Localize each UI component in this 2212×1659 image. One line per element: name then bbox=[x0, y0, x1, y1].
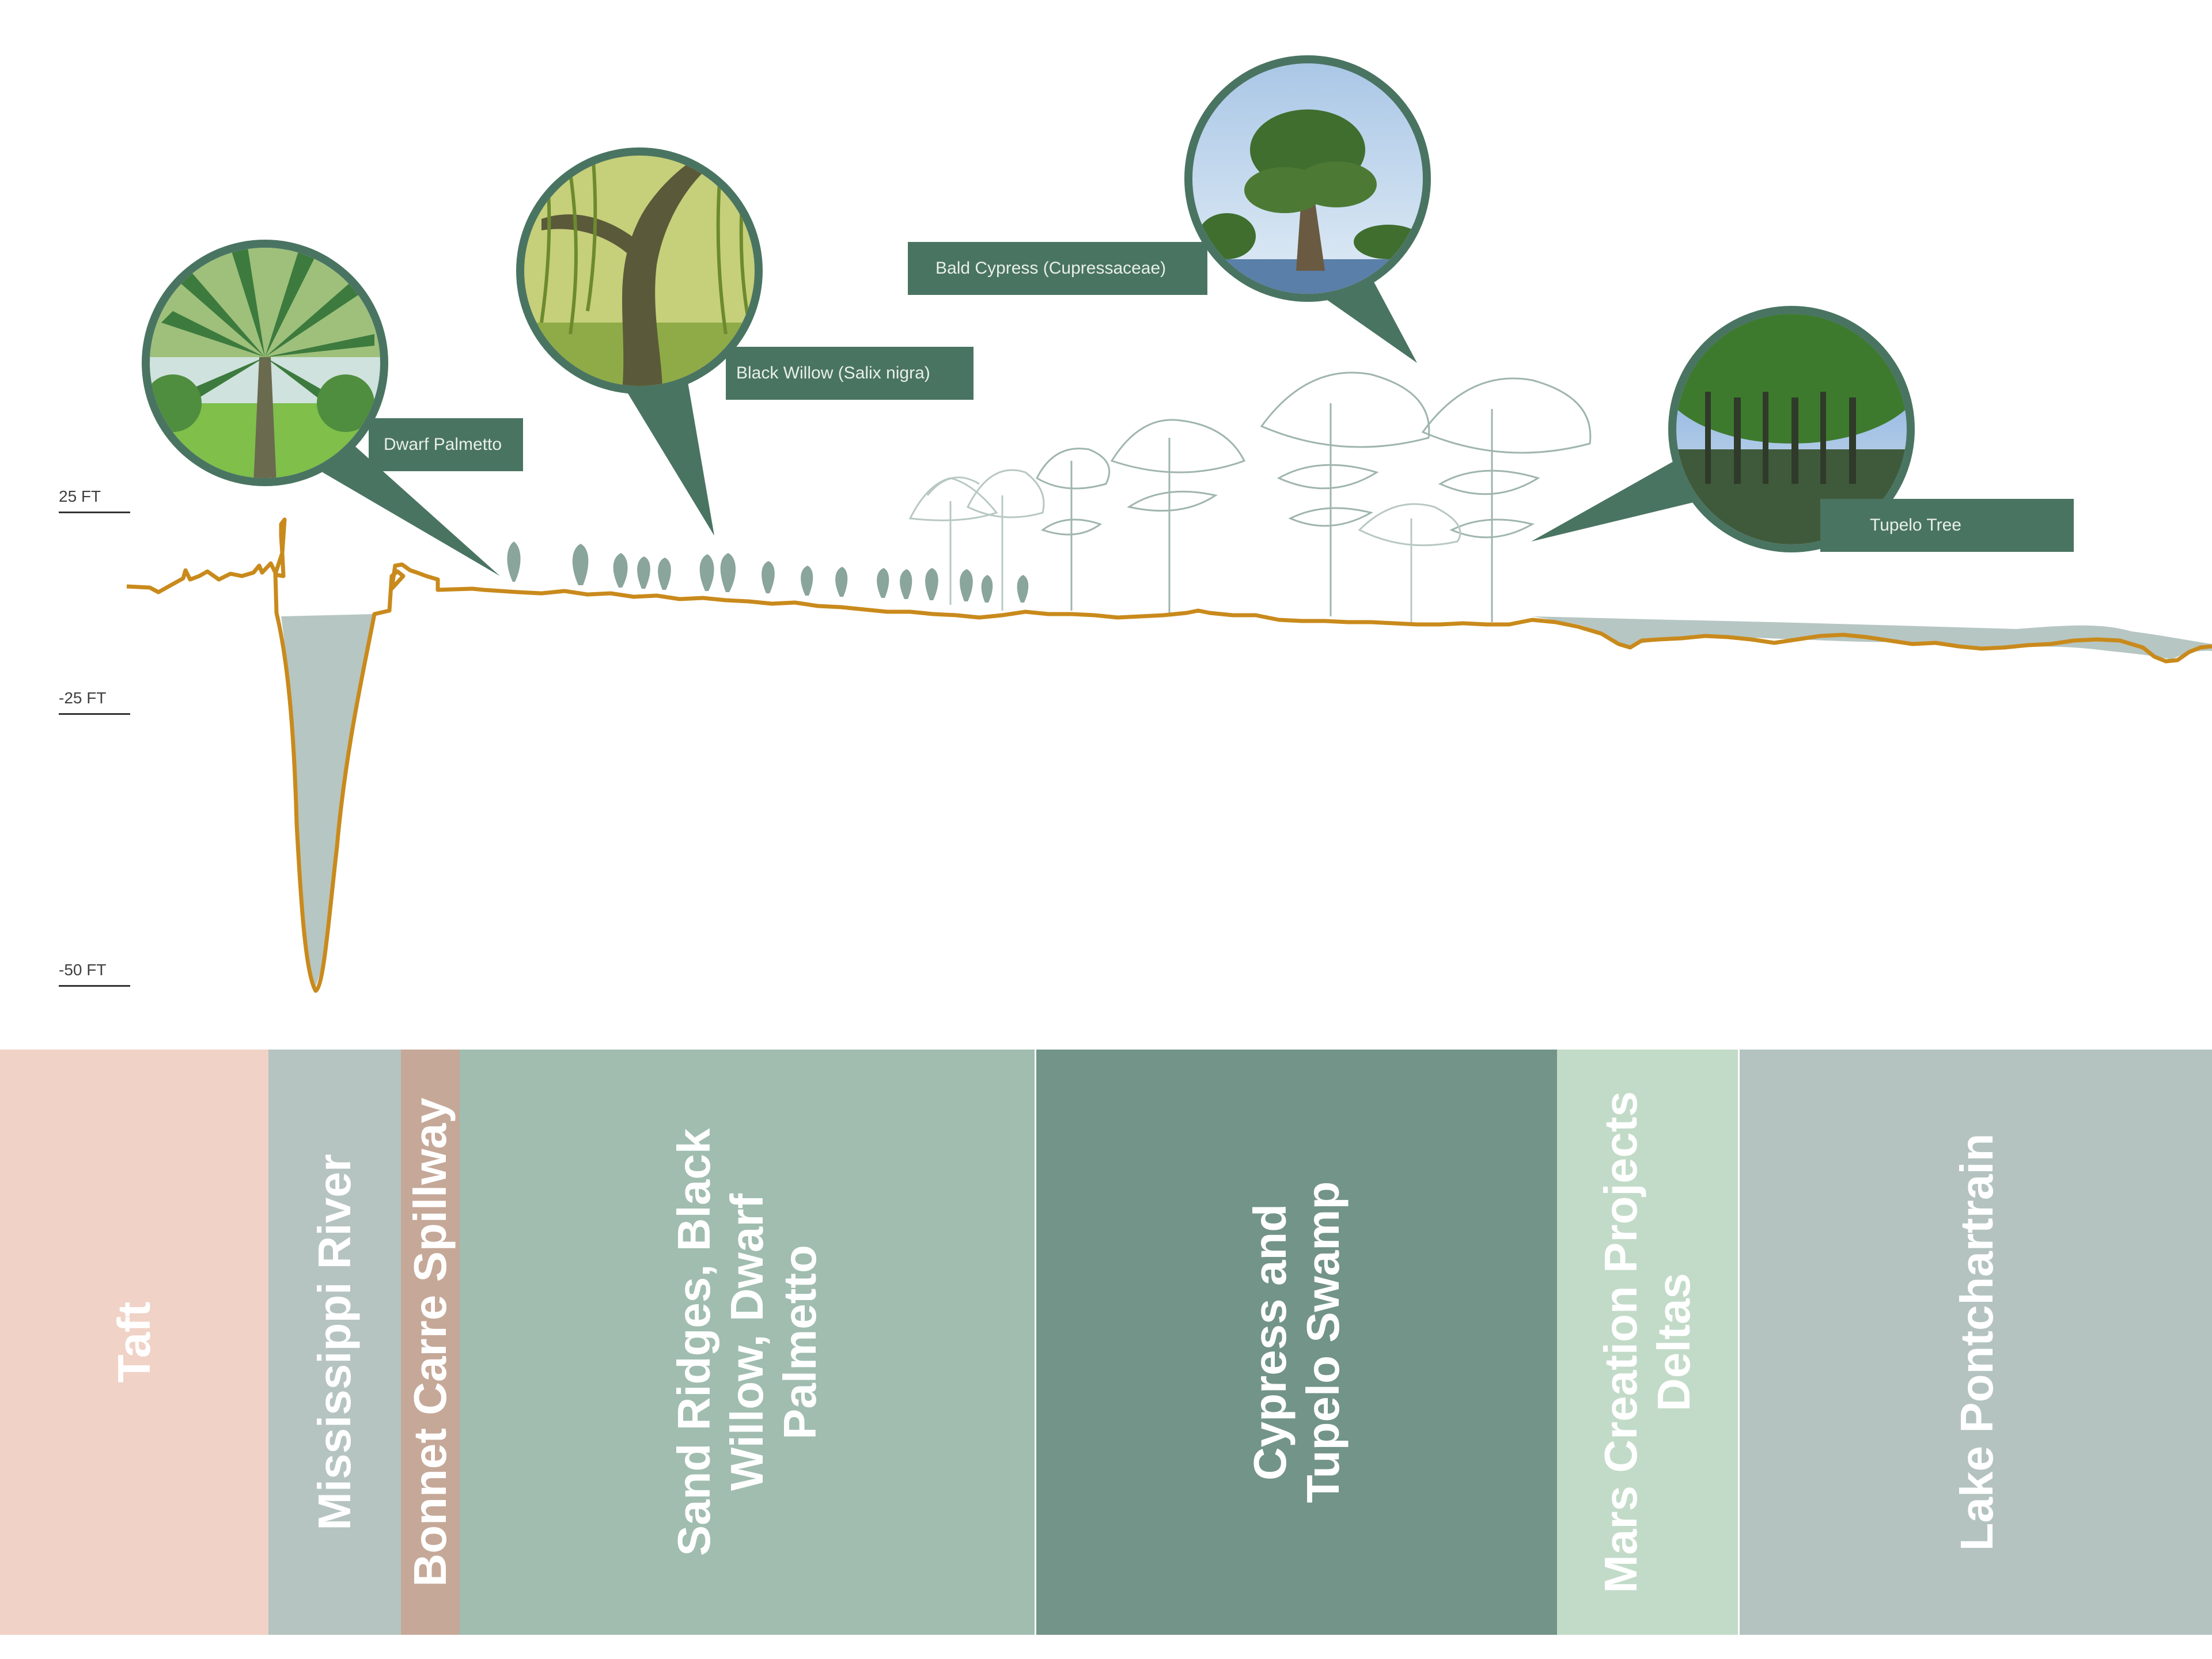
river-water bbox=[281, 614, 374, 986]
small-tree bbox=[1017, 575, 1029, 603]
palmetto-bubble-tail bbox=[323, 438, 500, 576]
small-tree bbox=[720, 553, 736, 592]
profile-svg bbox=[126, 55, 2212, 993]
ground-profile-line bbox=[126, 517, 2212, 993]
willow-bubble-tail bbox=[616, 369, 714, 536]
callout-text: Bald Cypress (Cupressaceae) bbox=[935, 259, 1166, 278]
small-tree bbox=[900, 569, 912, 599]
zone-label: Bonnet Carre Spillway bbox=[404, 1097, 456, 1587]
zone-taft: Taft bbox=[0, 1050, 268, 1635]
scale-label-neg25: -25 FT bbox=[59, 689, 130, 715]
tree-sketch bbox=[908, 476, 998, 605]
zone-label: Sand Ridges, Black Willow, Dwarf Palmett… bbox=[668, 1128, 825, 1556]
callout-text: Black Willow (Salix nigra) bbox=[736, 363, 930, 382]
small-tree bbox=[699, 554, 714, 591]
small-tree bbox=[613, 553, 628, 588]
small-tree bbox=[981, 575, 993, 603]
zone-label: Lake Pontchartrain bbox=[1950, 1133, 2002, 1551]
zone-mars-deltas: Mars Creation Projects Deltas bbox=[1557, 1050, 1738, 1635]
small-tree bbox=[801, 566, 813, 596]
small-tree bbox=[572, 544, 589, 585]
tree-sketch bbox=[966, 469, 1045, 611]
small-tree bbox=[637, 556, 650, 589]
zone-label: Mars Creation Projects Deltas bbox=[1595, 1091, 1699, 1593]
zone-lake-pontchartrain: Lake Pontchartrain bbox=[1738, 1050, 2212, 1635]
tree-sketch bbox=[1358, 503, 1461, 622]
callout-black-willow: Black Willow (Salix nigra) bbox=[726, 347, 974, 400]
zone-label: Mississippi River bbox=[309, 1154, 360, 1531]
small-tree bbox=[658, 558, 671, 590]
tree-sketch bbox=[1421, 377, 1592, 622]
zone-cypress-swamp: Cypress and Tupelo Swamp bbox=[1035, 1050, 1557, 1635]
callout-tupelo: Tupelo Tree bbox=[1820, 499, 2074, 552]
callout-dwarf-palmetto: Dwarf Palmetto bbox=[369, 418, 523, 471]
small-tree bbox=[925, 568, 938, 600]
willow-photo-icon bbox=[516, 147, 763, 394]
callout-bald-cypress: Bald Cypress (Cupressaceae) bbox=[908, 242, 1207, 295]
tree-sketch bbox=[1110, 419, 1246, 616]
small-tree bbox=[835, 567, 848, 597]
cypress-photo-icon bbox=[1184, 55, 1431, 302]
callout-text: Dwarf Palmetto bbox=[384, 435, 502, 454]
small-tree bbox=[960, 569, 973, 601]
zone-label: Taft bbox=[108, 1301, 160, 1383]
small-tree bbox=[877, 568, 889, 598]
tree-sketch bbox=[1036, 448, 1111, 611]
small-tree bbox=[507, 541, 521, 582]
sand-ridge-trees bbox=[507, 541, 1029, 603]
tree-sketch bbox=[1260, 372, 1430, 616]
scale-label-25: 25 FT bbox=[59, 487, 130, 513]
zone-bands: Taft Mississippi River Bonnet Carre Spil… bbox=[0, 1050, 2212, 1635]
zone-label: Cypress and Tupelo Swamp bbox=[1244, 1181, 1349, 1503]
palm-photo-icon bbox=[142, 240, 388, 486]
zone-bonnet-carre: Bonnet Carre Spillway bbox=[401, 1050, 460, 1635]
zone-mississippi-river: Mississippi River bbox=[268, 1050, 401, 1635]
swamp-tree-sketches bbox=[908, 372, 1592, 622]
callout-text: Tupelo Tree bbox=[1870, 516, 1961, 535]
small-tree bbox=[762, 561, 775, 593]
scale-label-neg50: -50 FT bbox=[59, 961, 130, 987]
zone-sand-ridges: Sand Ridges, Black Willow, Dwarf Palmett… bbox=[460, 1050, 1035, 1635]
